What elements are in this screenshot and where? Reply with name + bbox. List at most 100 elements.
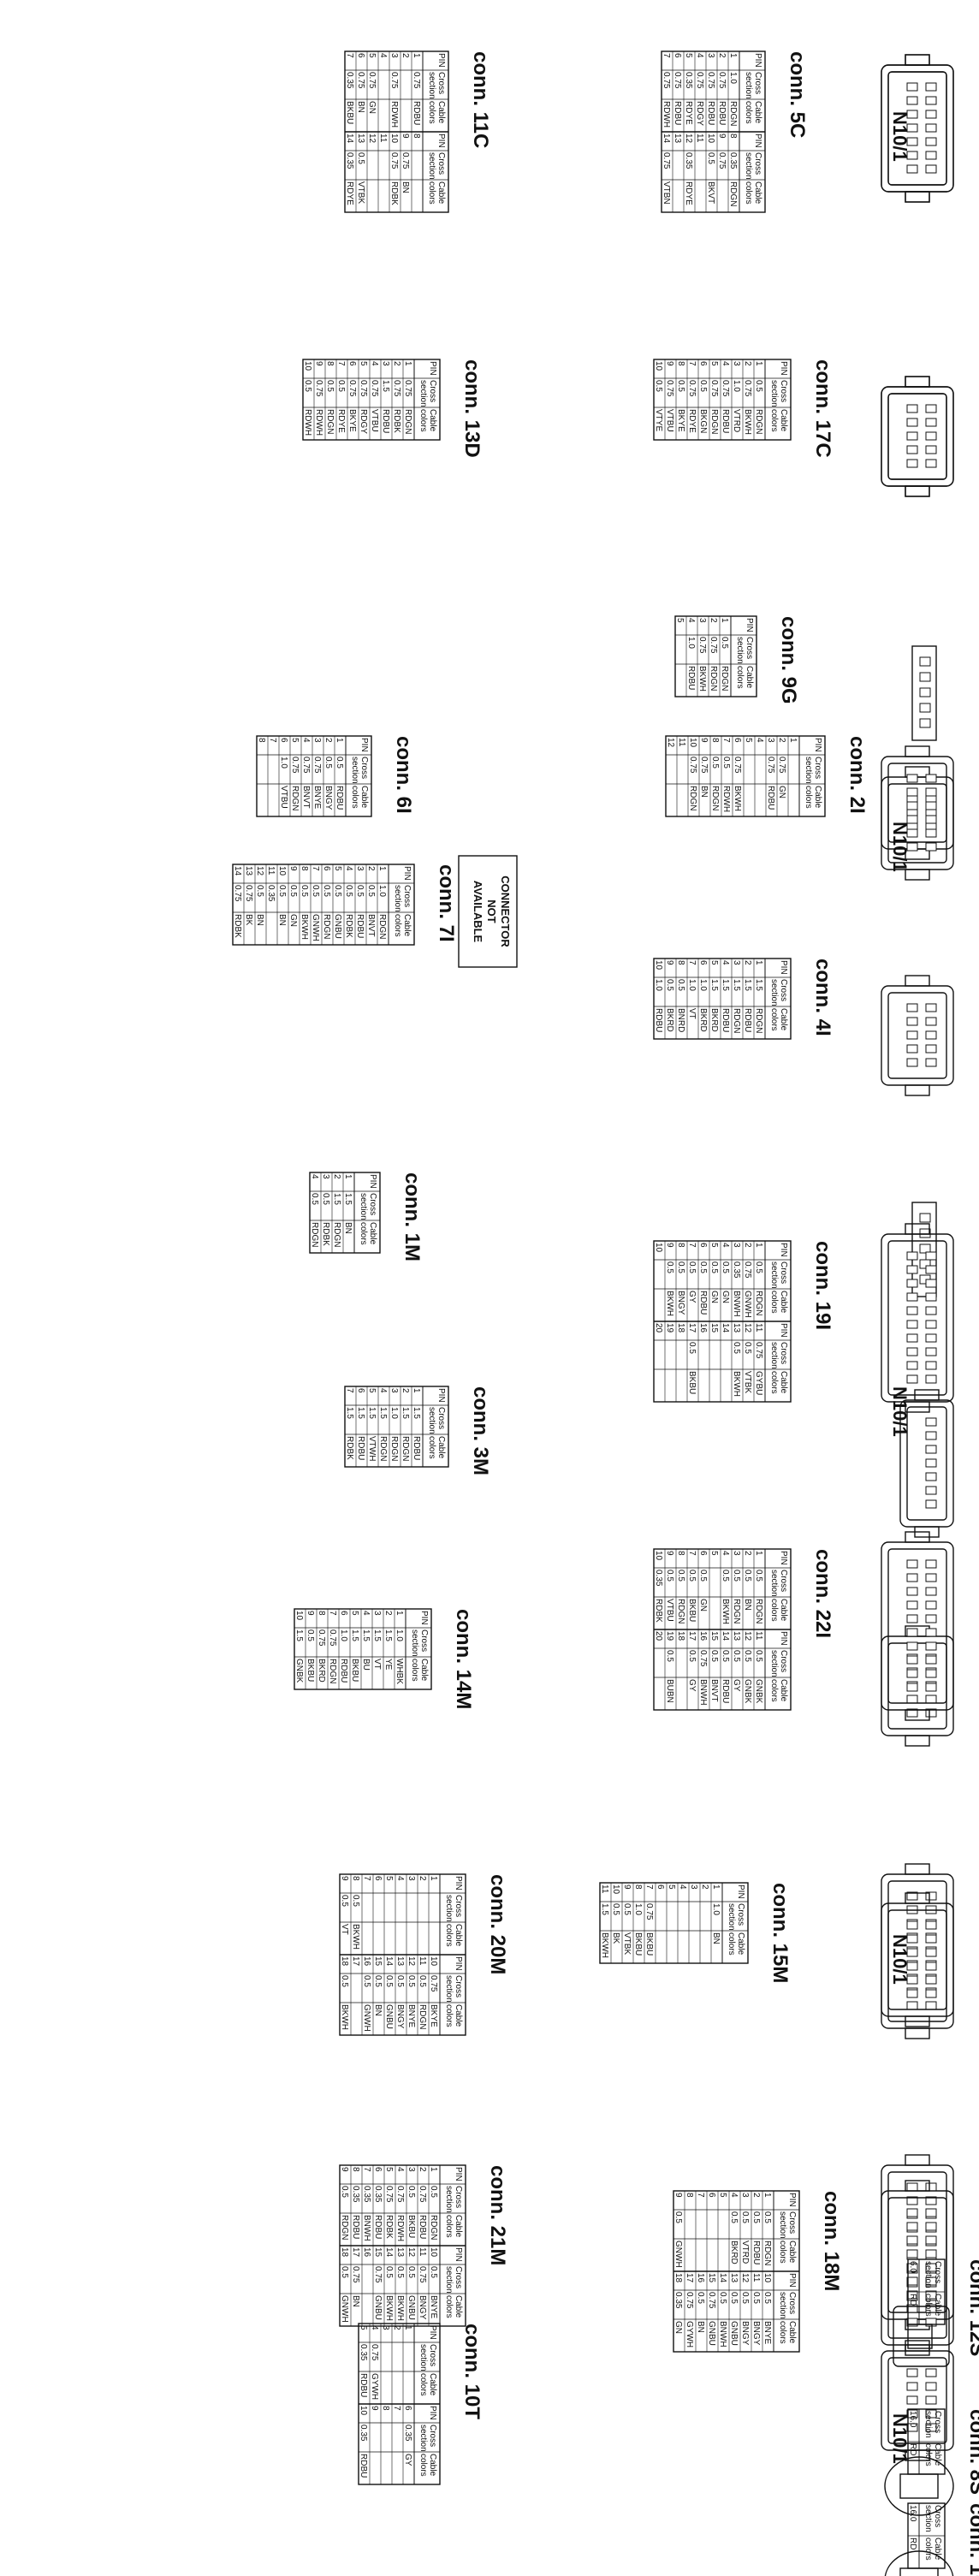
- table-cell: BN: [373, 2004, 383, 2016]
- table-cell: 9: [665, 361, 674, 366]
- table-cell: 1.0: [732, 380, 741, 392]
- table-cell: 1: [429, 1876, 438, 1881]
- table-cell: BKYE: [429, 2004, 438, 2027]
- table-cell: 10: [277, 866, 287, 876]
- header-cell: Crosssection: [769, 1342, 788, 1369]
- table-cell: BNWH: [362, 2215, 371, 2241]
- table-cell: BKWH: [340, 2004, 349, 2030]
- header-cell: PIN: [428, 2325, 437, 2340]
- table-cell: 1.5: [378, 1407, 388, 1419]
- table-cell: BN: [711, 1932, 721, 1944]
- table-cell: GN: [367, 101, 377, 114]
- table-cell: 1.5: [356, 1407, 365, 1419]
- table-cell: 1: [395, 1611, 404, 1616]
- table-cell: 8: [257, 738, 266, 743]
- table-cell: 5: [350, 1611, 359, 1616]
- table-cell: 14: [721, 1323, 730, 1333]
- table-cell: 11: [418, 1956, 427, 1966]
- table-cell: 0.35: [684, 152, 693, 169]
- header-cell: Crosssection: [744, 152, 762, 180]
- table-cell: 0.5: [366, 885, 376, 897]
- table-cell: 11: [266, 866, 276, 875]
- table-cell: WHBK: [395, 1659, 404, 1684]
- table-cell: 5: [709, 960, 719, 965]
- table-cell: 0.5: [762, 2211, 772, 2223]
- table-cell: BNRD: [676, 1008, 685, 1032]
- table-cell: 0.75: [766, 757, 775, 774]
- table-cell: 16: [362, 1956, 371, 1967]
- table-cell: 0.5: [322, 885, 331, 897]
- table-cell: GY: [687, 1291, 697, 1303]
- header-cell: Crosssection: [778, 2292, 797, 2319]
- table-cell: GN: [709, 1291, 719, 1303]
- table-cell: 11: [754, 1631, 763, 1641]
- table-cell: RDGN: [710, 786, 720, 810]
- table-cell: BNGY: [676, 1291, 685, 1315]
- table-cell: 1.0: [654, 979, 663, 991]
- header-cell: PIN: [454, 1876, 463, 1890]
- table-cell: 0.75: [328, 1629, 337, 1647]
- table-cell: 0.5: [321, 1193, 330, 1205]
- table-cell: 6: [322, 866, 331, 871]
- table-cell: 0.5: [406, 2186, 416, 2198]
- table-cell: VTWH: [367, 1436, 377, 1461]
- table-cell: GN: [673, 2321, 683, 2334]
- table-cell: 11: [677, 738, 686, 747]
- table-cell: BN: [400, 181, 410, 193]
- table-cell: 6.0: [908, 2261, 917, 2273]
- connector-title: conn. 9G: [777, 616, 800, 704]
- table-cell: YE: [383, 1659, 393, 1671]
- table-cell: RDBU: [412, 101, 421, 125]
- table-cell: 15: [709, 1323, 719, 1333]
- table-cell: 0.75: [743, 380, 752, 397]
- header-cell: PIN: [436, 1388, 446, 1403]
- table-cell: 10: [429, 1956, 438, 1967]
- table-cell: 5: [709, 1243, 719, 1248]
- table-cell: 0.75: [429, 1975, 438, 1992]
- table-cell: RDBU: [721, 1008, 730, 1032]
- table-cell: 0.75: [367, 72, 377, 89]
- table-cell: 0.5: [622, 1903, 632, 1915]
- table-cell: 7: [336, 361, 346, 366]
- header-cell: PIN: [813, 738, 822, 752]
- table-cell: 1.0: [687, 979, 697, 991]
- table-cell: 18: [340, 2247, 349, 2258]
- table-cell: VTBK: [356, 181, 365, 204]
- table-cell: BNGY: [740, 2321, 750, 2346]
- header-cell: Cablecolors: [923, 2537, 942, 2561]
- table-cell: 1: [429, 2167, 438, 2172]
- table-cell: RDGN: [389, 1436, 399, 1461]
- table-cell: 9: [288, 866, 298, 871]
- table-cell: 3: [732, 1243, 741, 1248]
- table-cell: 12: [740, 2273, 750, 2283]
- table-cell: VTBU: [665, 1599, 674, 1622]
- table-cell: 0.75: [290, 757, 300, 774]
- table-cell: RDBK: [392, 409, 401, 433]
- table-cell: BNVT: [709, 1679, 719, 1702]
- header-cell: PIN: [787, 2273, 797, 2288]
- table-cell: BKRD: [665, 1008, 674, 1032]
- table-cell: BKWH: [300, 914, 309, 940]
- table-cell: 1.0: [395, 1629, 404, 1641]
- table-cell: 16.0: [908, 2411, 917, 2428]
- table-cell: 3: [389, 1388, 399, 1393]
- table-cell: 0.35: [266, 885, 276, 902]
- table-cell: BNGY: [418, 2295, 427, 2320]
- table-cell: 1.0: [728, 72, 738, 84]
- table-cell: BKRD: [709, 1008, 719, 1032]
- table-cell: 9: [340, 2167, 349, 2172]
- table-cell: BKBU: [633, 1932, 643, 1956]
- table-cell: 0.5: [729, 2211, 739, 2223]
- table-cell: RDGN: [754, 409, 763, 434]
- table-cell: 8: [728, 134, 738, 139]
- connector-13d: conn. 13DPINCrosssectionCablecolors10.75…: [302, 359, 484, 458]
- table-cell: 0.75: [673, 72, 682, 89]
- table-cell: 6: [339, 1611, 348, 1616]
- table-cell: 8: [676, 361, 685, 366]
- connector-drawing: [881, 1223, 954, 1413]
- table-cell: 4: [395, 2167, 405, 2172]
- table-cell: 0.5: [418, 1975, 427, 1987]
- table-cell: 0.35: [732, 1261, 741, 1279]
- header-cell: PIN: [779, 361, 788, 376]
- table-cell: 0.75: [695, 72, 704, 89]
